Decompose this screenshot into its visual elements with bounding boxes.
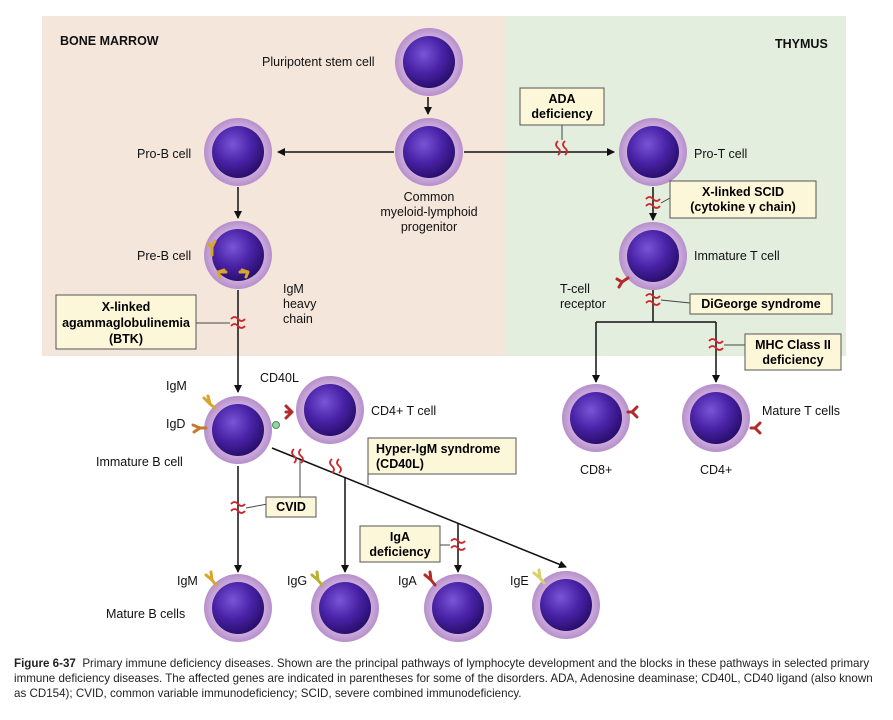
cd4-t-label: CD4+ T cell (371, 404, 436, 418)
bone-marrow-label: BONE MARROW (60, 34, 159, 48)
igm-heavy-label-3: chain (283, 312, 313, 326)
svg-text:(CD40L): (CD40L) (376, 457, 424, 471)
caption-label: Figure 6-37 (14, 657, 76, 670)
svg-text:deficiency: deficiency (369, 545, 430, 559)
pro-b-label: Pro-B cell (137, 147, 191, 161)
svg-text:IgA: IgA (390, 530, 410, 544)
svg-text:Hyper-IgM syndrome: Hyper-IgM syndrome (376, 442, 500, 456)
higm-box: Hyper-IgM syndrome (CD40L) (367, 437, 517, 475)
mhc2-box: MHC Class II deficiency (744, 333, 842, 371)
progenitor-label-2: myeloid-lymphoid (380, 205, 477, 219)
igm-heavy-label-1: IgM (283, 282, 304, 296)
cd4-label: CD4+ (700, 463, 732, 477)
mature-b-label: Mature B cells (106, 607, 185, 621)
mature-t-label: Mature T cells (762, 404, 840, 418)
tcr-label-2: receptor (560, 297, 606, 311)
caption-text: Primary immune deficiency diseases. Show… (14, 657, 873, 700)
svg-text:DiGeorge syndrome: DiGeorge syndrome (701, 297, 821, 311)
disease-boxes: ADA deficiency X-linked SCID (cytokine γ… (55, 87, 842, 563)
digeorge-box: DiGeorge syndrome (689, 293, 833, 315)
svg-text:deficiency: deficiency (531, 107, 592, 121)
cd4-cell (682, 384, 750, 452)
stem-label: Pluripotent stem cell (262, 55, 375, 69)
svg-text:X-linked SCID: X-linked SCID (702, 185, 784, 199)
igg-label: IgG (287, 574, 307, 588)
xscid-box: X-linked SCID (cytokine γ chain) (669, 180, 817, 219)
pro-t-label: Pro-T cell (694, 147, 747, 161)
immature-t-cell (619, 222, 687, 290)
pre-b-label: Pre-B cell (137, 249, 191, 263)
cvid-box: CVID (265, 496, 317, 518)
igad-box: IgA deficiency (359, 525, 441, 563)
igm2-label: IgM (177, 574, 198, 588)
tcr-label-1: T-cell (560, 282, 590, 296)
svg-text:ADA: ADA (548, 92, 575, 106)
igd-label: IgD (166, 417, 185, 431)
igm-heavy-label-2: heavy (283, 297, 317, 311)
svg-text:(BTK): (BTK) (109, 332, 143, 346)
progenitor-label-3: progenitor (401, 220, 457, 234)
svg-text:X-linked: X-linked (102, 300, 151, 314)
pathway-lines (234, 97, 720, 573)
ada-box: ADA deficiency (519, 87, 605, 126)
svg-text:MHC Class II: MHC Class II (755, 338, 831, 352)
cell-labels: Pluripotent stem cell Common myeloid-lym… (96, 55, 840, 621)
svg-text:agammaglobulinemia: agammaglobulinemia (62, 316, 191, 330)
thymus-label: THYMUS (775, 37, 828, 51)
figure-caption: Figure 6-37 Primary immune deficiency di… (14, 656, 884, 701)
pro-b-cell (204, 118, 272, 186)
stem-cell (395, 28, 463, 96)
immature-t-label: Immature T cell (694, 249, 780, 263)
cd8-cell (562, 384, 630, 452)
pre-b-cell (204, 221, 272, 289)
ige-label: IgE (510, 574, 529, 588)
pro-t-cell (619, 118, 687, 186)
immune-deficiency-diagram: BONE MARROW THYMUS (42, 16, 846, 642)
xla-box: X-linked agammaglobulinemia (BTK) (55, 294, 197, 350)
receptors (191, 239, 762, 587)
cd8-label: CD8+ (580, 463, 612, 477)
progenitor-cell (395, 118, 463, 186)
svg-text:(cytokine γ chain): (cytokine γ chain) (690, 200, 796, 214)
svg-text:CVID: CVID (276, 500, 306, 514)
cd40l-label: CD40L (260, 371, 299, 385)
svg-text:deficiency: deficiency (762, 353, 823, 367)
immature-b-label: Immature B cell (96, 455, 183, 469)
iga-label: IgA (398, 574, 417, 588)
progenitor-label-1: Common (404, 190, 455, 204)
igm-label: IgM (166, 379, 187, 393)
cd4-t-cell (296, 376, 364, 444)
